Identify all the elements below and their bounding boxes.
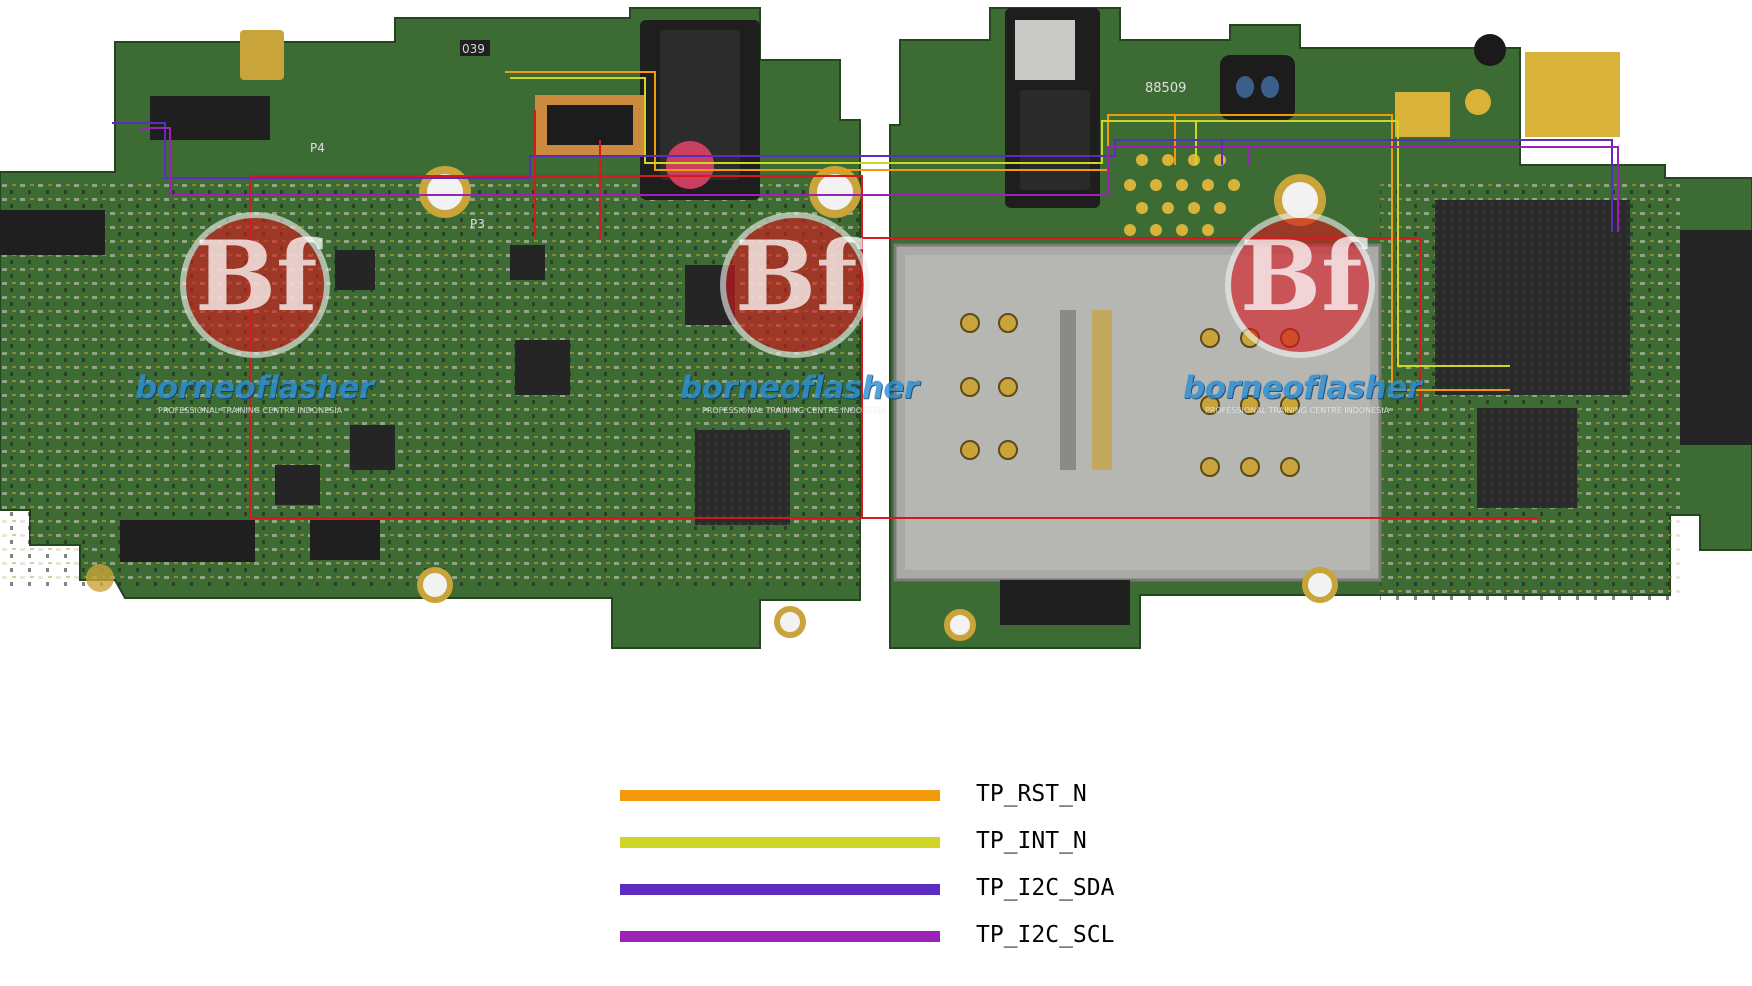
legend: TP_RST_N TP_INT_N TP_I2C_SDA TP_I2C_SCL (620, 781, 1140, 950)
watermark-tagline: PROFESSIONAL TRAINING CENTRE INDONESIA (158, 406, 343, 415)
bga-chip (1477, 408, 1577, 508)
watermark-brand: borneoflasher (135, 370, 374, 406)
trace-tp-i2c-scl (140, 127, 1619, 232)
legend-swatch (620, 790, 940, 801)
legend-swatch (620, 884, 940, 895)
legend-swatch (620, 931, 940, 942)
mount-hole (419, 166, 471, 218)
mount-hole (1302, 567, 1338, 603)
silk-p3: P3 (470, 217, 485, 231)
legend-swatch (620, 837, 940, 848)
pink-marker (666, 141, 714, 189)
silk-p4: P4 (310, 141, 325, 155)
watermark-tagline: PROFESSIONAL TRAINING CENTRE INDONESIA (1205, 406, 1390, 415)
watermark-logo-text: Bf (735, 220, 858, 333)
connector-edge-left (0, 210, 105, 255)
proximity-sensor (1220, 55, 1295, 120)
legend-label: TP_I2C_SDA (976, 875, 1115, 901)
emmc-chip (1435, 200, 1630, 395)
pmic-chip (695, 430, 790, 525)
vibrator-pad (240, 30, 284, 80)
watermark-tagline: PROFESSIONAL TRAINING CENTRE INDONESIA (702, 406, 887, 415)
mount-hole (417, 567, 453, 603)
gold-pad (1395, 92, 1450, 137)
watermark-brand: borneoflasher (680, 370, 919, 406)
connector-bottom-left (120, 520, 255, 562)
gold-pad-large (1525, 52, 1620, 137)
watermark-logo (180, 212, 1375, 358)
silk-039: 039 (462, 42, 485, 56)
mount-hole (944, 609, 976, 641)
mount-hole (774, 606, 806, 638)
watermark-logo-text: Bf (195, 220, 318, 333)
watermark-brand: borneoflasher (1183, 370, 1422, 406)
silk-88509: 88509 (1145, 81, 1186, 96)
pcb-left: 039 P4 P3 (0, 7, 861, 649)
trace-tp-i2c-sda (112, 122, 1613, 232)
legend-label: TP_INT_N (976, 828, 1087, 854)
cpu-chip-edge (1680, 230, 1752, 445)
test-pad-grid (1124, 154, 1240, 236)
watermark-logo-text: Bf (1240, 220, 1363, 333)
connector-top-left (150, 96, 270, 140)
sim-contacts (960, 313, 1300, 477)
connector-bottom-right (1000, 580, 1130, 625)
legend-label: TP_I2C_SCL (976, 922, 1115, 948)
legend-label: TP_RST_N (976, 781, 1087, 807)
trace-tp-int-n (510, 77, 1510, 367)
